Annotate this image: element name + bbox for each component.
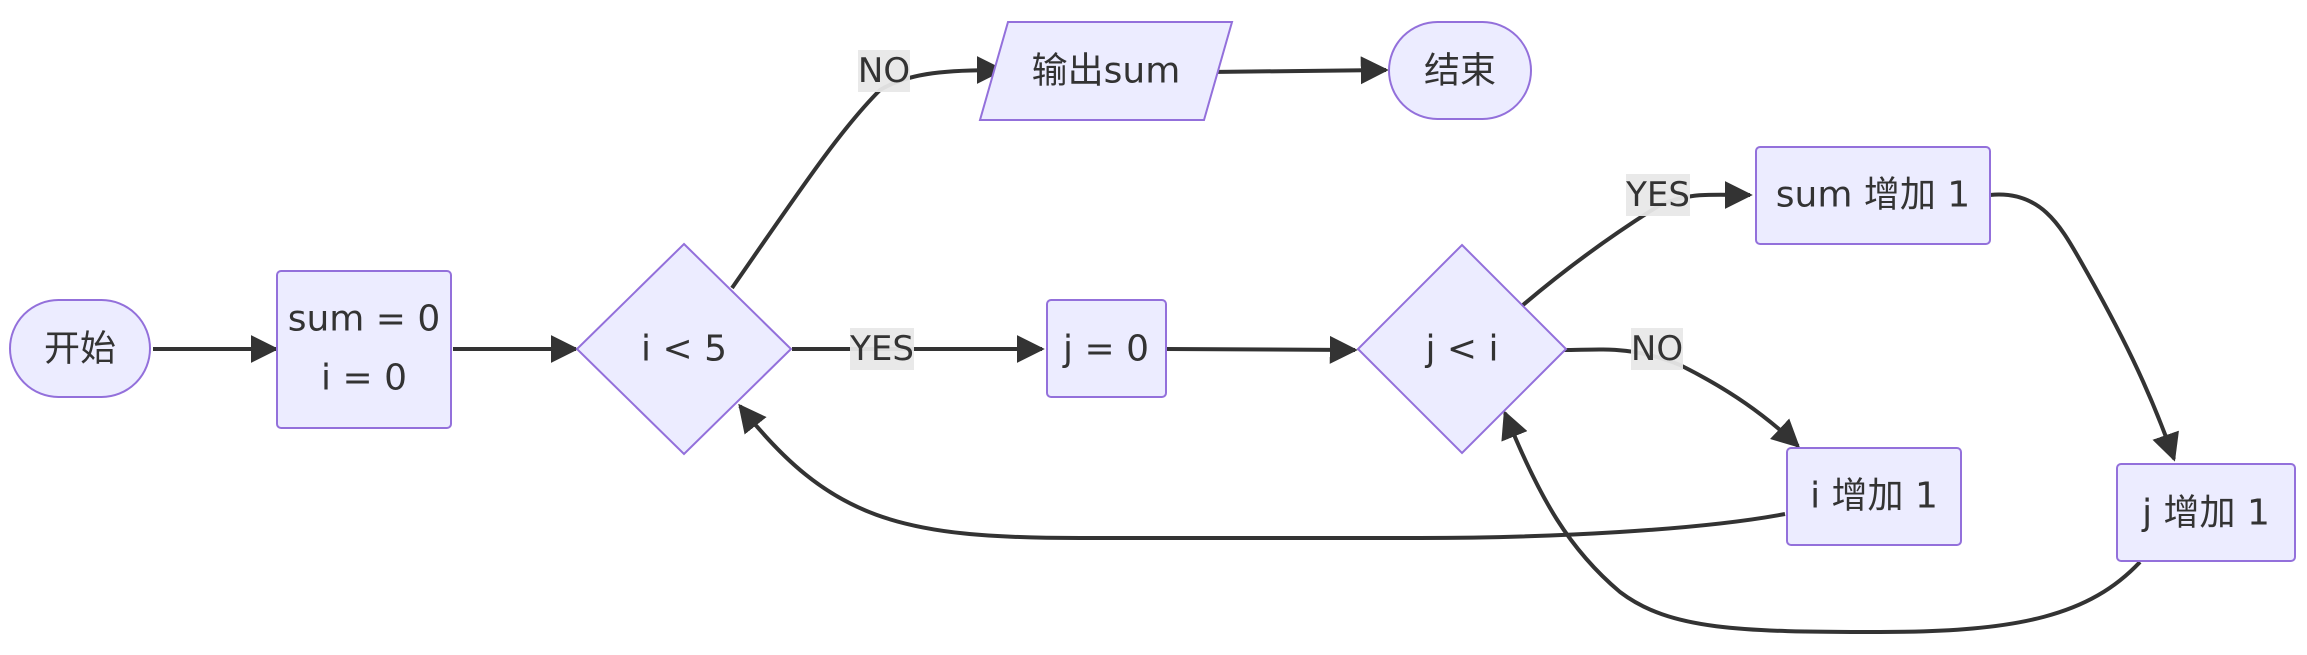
node-init-j-label: j = 0	[1062, 329, 1149, 370]
edge-label-text: NO	[858, 51, 910, 91]
edge-sum-inc-j-inc	[1989, 192, 2179, 462]
edge-label-yes-sum-inc: YES	[1625, 174, 1690, 216]
node-i-inc-shape	[1786, 447, 1962, 546]
node-output: 输出sum	[978, 21, 1234, 121]
node-init-j-shape	[1046, 299, 1167, 398]
edge-label-bg	[1626, 174, 1690, 216]
node-cond-i-label: i < 5	[641, 329, 727, 370]
node-cond-i-shape	[575, 242, 793, 456]
node-cond-i: i < 5	[575, 242, 793, 456]
edge-label-text: YES	[1625, 175, 1690, 215]
node-end-label: 结束	[1424, 51, 1496, 92]
edge-init-j-cond-j	[1166, 335, 1358, 364]
node-output-label: 输出sum	[1032, 51, 1181, 92]
node-i-inc: i 增加 1	[1786, 447, 1962, 546]
node-init-label-line1: sum = 0	[288, 299, 441, 340]
edge-j-inc-cond-j	[1501, 410, 2142, 635]
edge-label-bg	[1631, 328, 1683, 370]
node-end: 结束	[1388, 21, 1532, 120]
node-i-inc-label: i 增加 1	[1810, 476, 1938, 517]
nodes: 开始 sum = 0 i = 0 i < 5 输出sum 结束 j = 0 j …	[9, 21, 2296, 562]
edge-label-text: NO	[1631, 329, 1683, 369]
node-start: 开始	[9, 299, 151, 398]
node-end-shape	[1388, 21, 1532, 120]
edge-label-no-output: NO	[858, 50, 910, 92]
node-init-label-line2: i = 0	[321, 358, 407, 399]
node-j-inc: j 增加 1	[2116, 463, 2296, 562]
node-cond-j-label: j < i	[1424, 329, 1498, 370]
node-sum-inc-label: sum 增加 1	[1776, 175, 1970, 216]
node-start-shape	[9, 299, 151, 398]
node-sum-inc: sum 增加 1	[1755, 146, 1991, 245]
edge-output-end	[1209, 56, 1389, 85]
node-start-label: 开始	[44, 329, 116, 370]
node-sum-inc-shape	[1755, 146, 1991, 245]
edge-i-inc-cond-i	[738, 403, 1786, 540]
node-init-shape	[276, 270, 452, 429]
edge-labels: NO YES YES NO	[849, 50, 1690, 370]
edge-label-bg	[850, 328, 914, 370]
node-j-inc-label: j 增加 1	[2141, 493, 2270, 534]
node-init: sum = 0 i = 0	[276, 270, 452, 429]
edge-label-yes-init-j: YES	[849, 328, 914, 370]
edge-label-text: YES	[849, 329, 914, 369]
edge-label-no-i-inc: NO	[1631, 328, 1683, 370]
edges	[153, 56, 2179, 635]
node-cond-j: j < i	[1356, 243, 1568, 455]
node-cond-j-shape	[1356, 243, 1568, 455]
node-output-shape	[978, 21, 1234, 121]
edge-label-bg	[858, 50, 910, 92]
node-j-inc-shape	[2116, 463, 2296, 562]
edge-cond-i-output	[730, 56, 1005, 290]
node-init-j: j = 0	[1046, 299, 1167, 398]
